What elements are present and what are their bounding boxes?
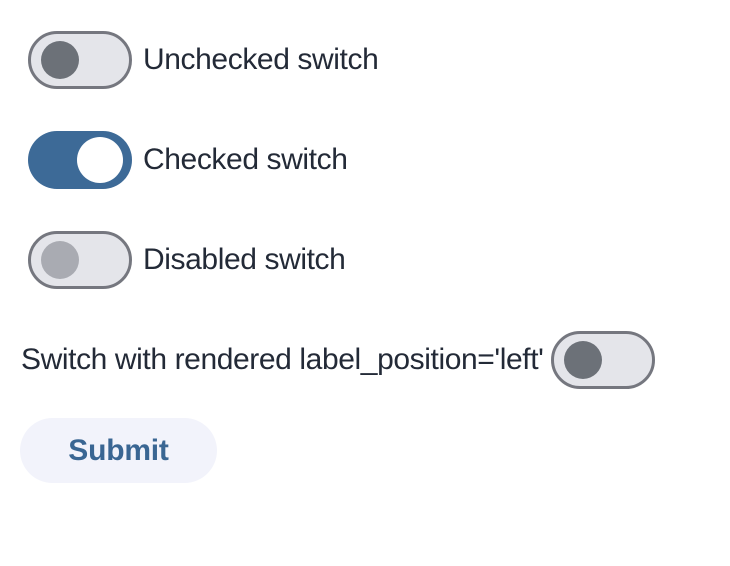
switch-row-label-left: Switch with rendered label_position='lef… <box>21 331 656 389</box>
switch-row-unchecked: Unchecked switch <box>28 31 379 89</box>
checked-switch[interactable] <box>28 131 132 189</box>
switch-thumb-icon <box>564 341 603 379</box>
left-label-switch[interactable] <box>551 331 656 389</box>
submit-button[interactable]: Submit <box>20 418 217 483</box>
disabled-switch-label: Disabled switch <box>143 243 346 276</box>
unchecked-switch[interactable] <box>28 31 132 89</box>
switch-thumb-icon <box>77 137 123 183</box>
switch-thumb-icon <box>41 41 79 79</box>
switch-thumb-icon <box>41 241 79 279</box>
unchecked-switch-label: Unchecked switch <box>143 43 379 76</box>
switch-row-disabled: Disabled switch <box>28 231 346 289</box>
switch-row-checked: Checked switch <box>28 131 348 189</box>
left-label-switch-label: Switch with rendered label_position='lef… <box>21 343 544 376</box>
disabled-switch <box>28 231 132 289</box>
checked-switch-label: Checked switch <box>143 143 348 176</box>
